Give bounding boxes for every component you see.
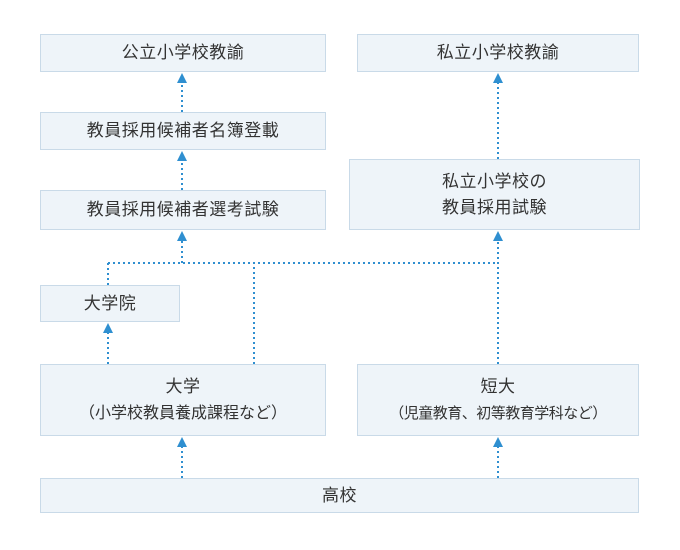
box-junior-college-line2: （児童教育、初等教育学科など） [389, 404, 607, 422]
arrowhead-private-exam [493, 231, 503, 241]
box-register-label: 教員採用候補者名簿登載 [86, 121, 280, 141]
box-junior-college-line1: 短大 [480, 377, 516, 397]
box-public-teacher-label: 公立小学校教諭 [121, 43, 245, 63]
box-private-exam-line2: 教員採用試験 [442, 197, 547, 218]
box-selection-exam: 教員採用候補者選考試験 [40, 190, 326, 230]
arrowhead-private-teacher [493, 73, 503, 83]
box-selection-exam-label: 教員採用候補者選考試験 [86, 200, 280, 220]
arrowhead-register [177, 151, 187, 161]
arrowhead-university [177, 437, 187, 447]
box-university-line2: （小学校教員養成課程など） [78, 403, 287, 422]
box-private-teacher-label: 私立小学校教諭 [436, 43, 560, 63]
box-public-teacher: 公立小学校教諭 [40, 34, 326, 72]
box-university-line1: 大学 [165, 377, 201, 397]
box-private-exam-line1: 私立小学校の [442, 171, 547, 192]
arrowhead-junior-college [493, 437, 503, 447]
box-private-teacher: 私立小学校教諭 [357, 34, 639, 72]
box-grad-school-label: 大学院 [83, 293, 137, 314]
arrowhead-selection-exam [177, 231, 187, 241]
box-private-exam: 私立小学校の 教員採用試験 [349, 159, 640, 230]
box-high-school-label: 高校 [322, 485, 357, 506]
arrowhead-public-teacher [177, 73, 187, 83]
box-high-school: 高校 [40, 478, 639, 513]
box-register: 教員採用候補者名簿登載 [40, 112, 326, 150]
arrowhead-grad-school [103, 323, 113, 333]
box-grad-school: 大学院 [40, 285, 180, 322]
box-university: 大学 （小学校教員養成課程など） [40, 364, 326, 436]
box-junior-college: 短大 （児童教育、初等教育学科など） [357, 364, 639, 436]
